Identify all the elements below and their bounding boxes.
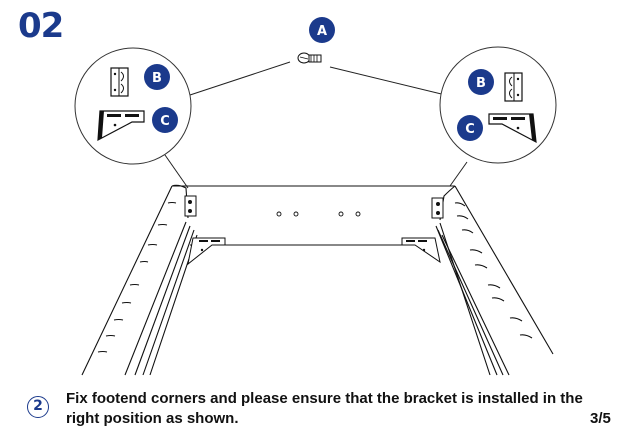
detail-circle-right: B C xyxy=(439,46,557,164)
detail-circle-left: B C xyxy=(74,47,192,165)
bracket-b-icon xyxy=(504,72,523,102)
bracket-b-installed-left xyxy=(184,195,197,217)
svg-text:C: C xyxy=(160,114,170,129)
step-number: 02 xyxy=(18,6,64,46)
page-indicator: 3/5 xyxy=(590,410,611,427)
bracket-b-icon xyxy=(110,67,129,97)
instruction-text: Fix footend corners and please ensure th… xyxy=(66,390,583,427)
zoom-leader-left xyxy=(164,154,189,189)
zoom-leader-right xyxy=(449,161,468,187)
svg-text:A: A xyxy=(317,24,327,39)
svg-text:C: C xyxy=(465,122,475,137)
badge-a: A xyxy=(309,17,335,43)
badge-c-right: C xyxy=(457,115,483,141)
side-rail-right xyxy=(435,185,554,376)
bracket-c-installed-left xyxy=(187,237,226,266)
svg-text:B: B xyxy=(152,71,162,86)
bracket-c-installed-right xyxy=(401,237,441,264)
side-rail-left xyxy=(81,184,198,376)
badge-b-left: B xyxy=(144,64,170,90)
badge-b-right: B xyxy=(468,69,494,95)
bracket-c-icon xyxy=(488,113,537,144)
bracket-c-icon xyxy=(97,110,145,142)
bracket-b-installed-right xyxy=(431,197,444,219)
callout-leader-left xyxy=(189,61,291,96)
footend-panel xyxy=(172,185,455,246)
screw-icon xyxy=(297,52,322,64)
callout-leader-right xyxy=(329,66,463,100)
instruction-number: 2 xyxy=(27,396,49,418)
badge-c-left: C xyxy=(152,107,178,133)
svg-text:B: B xyxy=(476,76,486,91)
